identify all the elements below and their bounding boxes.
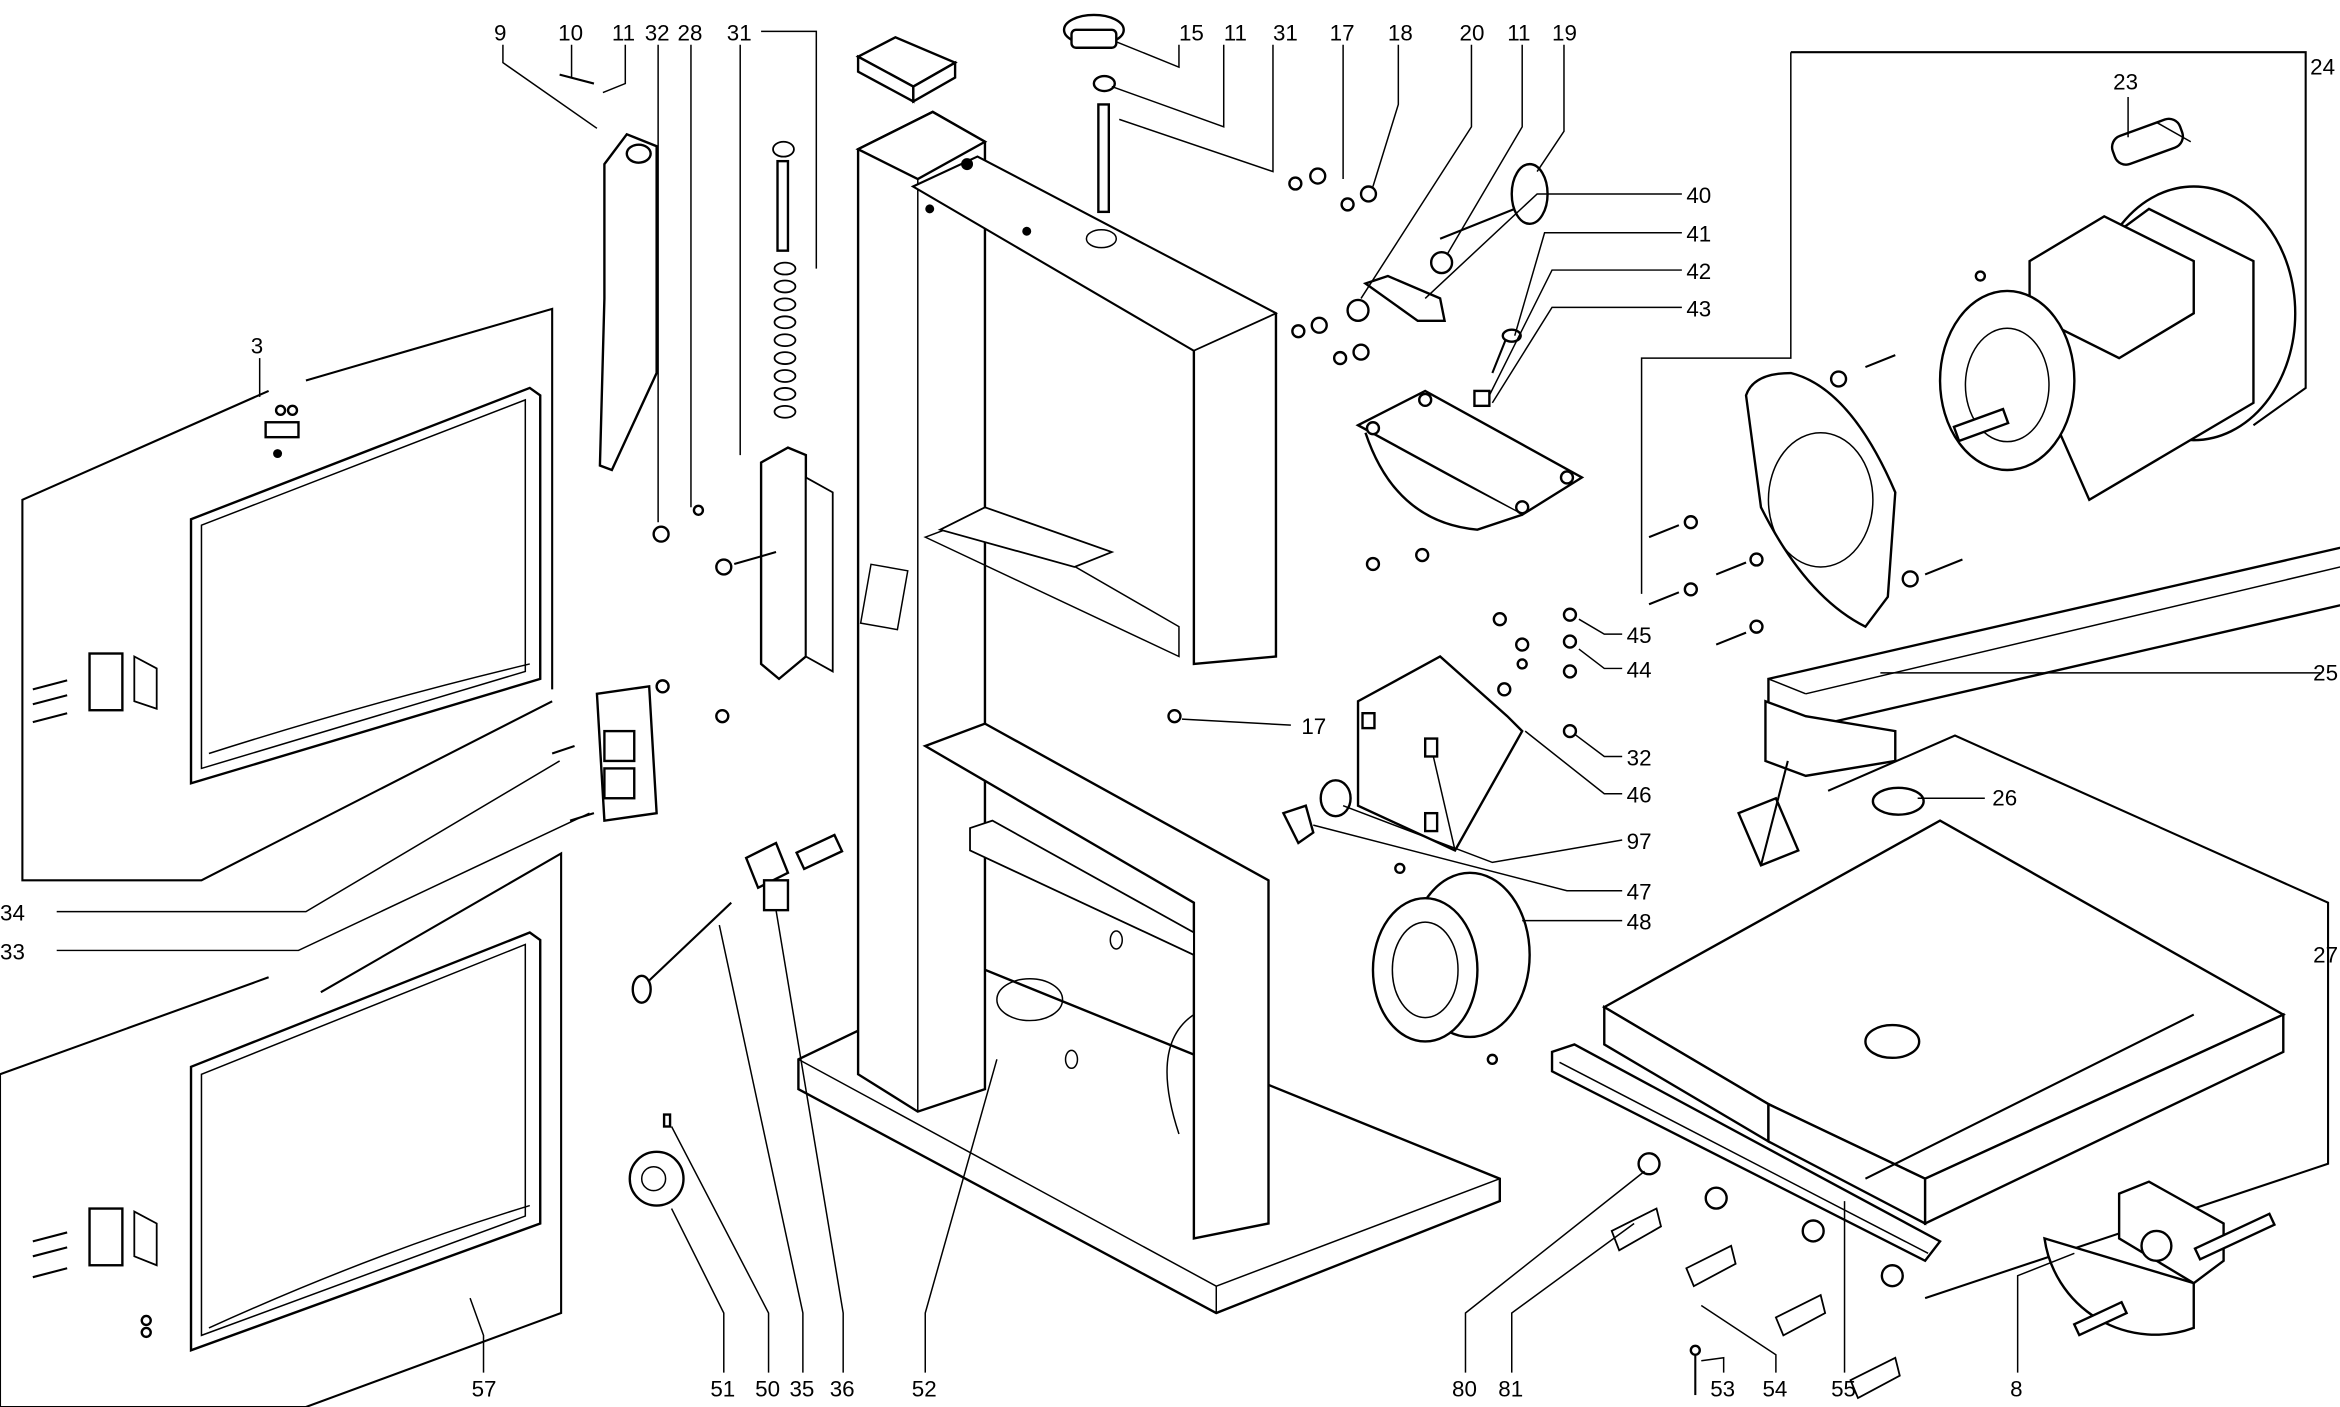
callout-41: 41 (1686, 222, 1711, 247)
motor (1790, 51, 2307, 502)
callout-10: 10 (558, 20, 583, 45)
callout-11: 11 (1507, 20, 1530, 45)
callout-9: 9 (494, 20, 506, 45)
callout-15: 15 (1179, 20, 1204, 45)
callout-20: 20 (1460, 20, 1485, 45)
callout-46: 46 (1627, 783, 1652, 808)
callout-36: 36 (830, 1377, 855, 1402)
callout-27: 27 (2313, 942, 2338, 967)
callout-17: 17 (1330, 20, 1355, 45)
fence-rail (1737, 546, 2340, 867)
lower-guide-bracket (1167, 607, 1578, 875)
callout-80: 80 (1452, 1377, 1477, 1402)
callout-18: 18 (1388, 20, 1413, 45)
callout-19: 19 (1552, 20, 1577, 45)
callout-47: 47 (1627, 880, 1652, 905)
callout-26: 26 (1992, 786, 2017, 811)
callout-labels: 9 10 11 32 28 31 15 11 31 17 18 20 11 19… (0, 20, 2338, 1401)
leader-lines (56, 30, 2329, 1373)
blade-guard-arm (559, 73, 658, 472)
callout-54: 54 (1762, 1377, 1787, 1402)
callout-55: 55 (1831, 1377, 1856, 1402)
drive-pulley (1371, 871, 1531, 1066)
callout-45: 45 (1627, 623, 1652, 648)
miter-gauge (2043, 1180, 2277, 1337)
callout-11: 11 (1224, 20, 1247, 45)
callout-28: 28 (678, 20, 703, 45)
callout-31: 31 (727, 20, 752, 45)
callout-8: 8 (2010, 1377, 2022, 1402)
callout-42: 42 (1686, 259, 1711, 284)
callout-50: 50 (755, 1377, 780, 1402)
switch-box (551, 679, 730, 822)
callout-11: 11 (612, 20, 635, 45)
callout-40: 40 (1686, 183, 1711, 208)
upper-door (21, 307, 554, 882)
callout-24: 24 (2310, 55, 2335, 80)
callout-33: 33 (0, 939, 25, 964)
callout-53: 53 (1710, 1377, 1735, 1402)
callout-57: 57 (472, 1377, 497, 1402)
motor-mount-plate (1648, 371, 1963, 646)
callout-43: 43 (1686, 296, 1711, 321)
callout-17: 17 (1301, 714, 1326, 739)
saw-table (1601, 734, 2330, 1300)
callout-34: 34 (0, 901, 25, 926)
upper-bearing-parts (1288, 162, 1585, 572)
callout-32: 32 (645, 20, 670, 45)
callout-51: 51 (710, 1377, 735, 1402)
callout-81: 81 (1498, 1377, 1523, 1402)
spring-stack (772, 140, 797, 419)
tension-knob-assembly (1062, 13, 1125, 214)
callout-48: 48 (1627, 910, 1652, 935)
callout-32: 32 (1627, 745, 1652, 770)
fence-bar (1550, 1043, 1942, 1400)
callout-44: 44 (1627, 657, 1652, 682)
lower-door (0, 851, 563, 1407)
column-cap (855, 35, 958, 104)
main-frame (797, 110, 1502, 1315)
callout-3: 3 (251, 334, 263, 359)
callout-52: 52 (912, 1377, 937, 1402)
callout-23: 23 (2113, 70, 2138, 95)
lower-tension-parts (628, 833, 844, 1207)
upper-blade-guide (652, 140, 834, 681)
callout-97: 97 (1627, 829, 1652, 854)
callout-31: 31 (1273, 20, 1298, 45)
callout-25: 25 (2313, 660, 2338, 685)
callout-35: 35 (789, 1377, 814, 1402)
